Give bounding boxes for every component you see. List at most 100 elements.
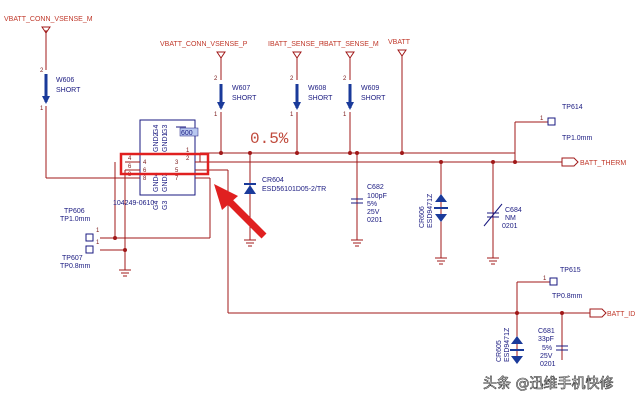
svg-text:2: 2 bbox=[40, 68, 44, 74]
svg-text:ESD9471Z: ESD9471Z bbox=[504, 327, 511, 362]
svg-text:TP607: TP607 bbox=[62, 255, 83, 262]
cr604-value: ESD56101D05-2/TR bbox=[262, 186, 326, 193]
svg-text:C684: C684 bbox=[505, 207, 522, 214]
svg-text:CR605: CR605 bbox=[496, 340, 503, 362]
svg-text:C681: C681 bbox=[538, 328, 555, 335]
svg-text:ESD9471Z: ESD9471Z bbox=[427, 193, 434, 228]
watermark-text: 头条 @迅维手机快修 bbox=[483, 375, 613, 392]
cr604-ref: CR604 bbox=[262, 177, 284, 184]
svg-text:GND2: GND2 bbox=[153, 132, 160, 152]
net-label-vbatt-conn-vsense-p: VBATT_CONN_VSENSE_P bbox=[160, 41, 248, 48]
svg-text:G4: G4 bbox=[153, 201, 160, 210]
net-label-vbatt: VBATT bbox=[388, 39, 411, 46]
svg-text:1: 1 bbox=[96, 228, 100, 234]
capacitor-c684: C684 NM 0201 bbox=[483, 203, 522, 265]
svg-text:TP0.8mm: TP0.8mm bbox=[60, 263, 91, 270]
net-label-vbatt-conn-vsense-m: VBATT_CONN_VSENSE_M bbox=[4, 16, 93, 23]
svg-text:0201: 0201 bbox=[502, 223, 518, 230]
svg-text:3: 3 bbox=[175, 160, 179, 166]
svg-text:25V: 25V bbox=[367, 209, 380, 216]
net-batt-therm: BATT_THERM bbox=[561, 157, 626, 167]
capacitor-c682: C682 100pF 5% 25V 0201 bbox=[351, 184, 387, 247]
svg-text:1: 1 bbox=[543, 276, 547, 282]
svg-text:BATT_ID: BATT_ID bbox=[607, 311, 635, 318]
tolerance-annotation: 0.5% bbox=[250, 130, 289, 148]
svg-text:TP0.8mm: TP0.8mm bbox=[552, 293, 583, 300]
svg-text:2: 2 bbox=[290, 76, 294, 82]
w609-ref: W609 bbox=[361, 85, 379, 92]
callout-arrow-icon bbox=[214, 184, 267, 239]
svg-text:1: 1 bbox=[186, 148, 190, 154]
svg-text:33pF: 33pF bbox=[538, 336, 554, 343]
svg-text:25V: 25V bbox=[540, 353, 553, 360]
svg-text:1: 1 bbox=[540, 116, 544, 122]
svg-text:0201: 0201 bbox=[540, 361, 556, 368]
svg-text:2: 2 bbox=[343, 76, 347, 82]
svg-text:7: 7 bbox=[175, 176, 179, 182]
svg-text:4: 4 bbox=[143, 160, 147, 166]
svg-text:2: 2 bbox=[214, 76, 218, 82]
svg-text:C682: C682 bbox=[367, 184, 384, 191]
testpoint-tp614: TP614 TP1.0mm 1 bbox=[540, 104, 593, 142]
svg-text:1: 1 bbox=[290, 112, 294, 118]
svg-text:5: 5 bbox=[175, 168, 179, 174]
svg-text:TP606: TP606 bbox=[64, 208, 85, 215]
w608-value: SHORT bbox=[308, 95, 333, 102]
w606-value: SHORT bbox=[56, 87, 81, 94]
svg-text:100pF: 100pF bbox=[367, 193, 387, 200]
testpoint-tp607: TP607 TP0.8mm 1 bbox=[60, 240, 100, 270]
diode-cr605: CR605 ESD9471Z bbox=[496, 327, 524, 364]
testpoint-tp615: TP615 TP0.8mm 1 bbox=[543, 267, 583, 300]
svg-text:GND1: GND1 bbox=[162, 132, 169, 152]
diode-cr606: CR606 ESD9471Z bbox=[419, 193, 448, 265]
junction-dots bbox=[113, 151, 564, 315]
svg-text:GND3: GND3 bbox=[162, 172, 169, 192]
svg-text:GND4: GND4 bbox=[153, 172, 160, 192]
net-batt-id: BATT_ID bbox=[589, 308, 635, 318]
svg-text:CR606: CR606 bbox=[419, 206, 426, 228]
net-arrow-icons bbox=[41, 26, 407, 59]
net-label-ibatt-sense-p: IBATT_SENSE_P bbox=[268, 41, 324, 48]
testpoint-tp606: TP606 TP1.0mm 1 bbox=[60, 208, 100, 242]
connector-ref-fragment: 600 bbox=[181, 130, 193, 137]
jumper-w608: 2 1 W608 SHORT bbox=[290, 76, 333, 118]
svg-text:TP1.0mm: TP1.0mm bbox=[562, 135, 593, 142]
svg-text:TP1.0mm: TP1.0mm bbox=[60, 216, 91, 223]
svg-text:0201: 0201 bbox=[367, 217, 383, 224]
svg-text:5%: 5% bbox=[542, 345, 552, 352]
connector-part-number: 104249-0610 bbox=[113, 200, 154, 207]
w609-value: SHORT bbox=[361, 95, 386, 102]
svg-text:1: 1 bbox=[214, 112, 218, 118]
battery-connector: 600 G4 G3 GND2 GND1 GND4 GND3 G4 G3 4 6 … bbox=[113, 119, 210, 210]
svg-text:2: 2 bbox=[186, 156, 190, 162]
w607-value: SHORT bbox=[232, 95, 257, 102]
wires bbox=[45, 30, 590, 360]
svg-text:1: 1 bbox=[96, 240, 100, 246]
svg-text:G4: G4 bbox=[153, 125, 160, 134]
svg-text:4: 4 bbox=[128, 156, 132, 162]
svg-text:G3: G3 bbox=[162, 125, 169, 134]
ground-connector bbox=[119, 269, 131, 277]
svg-text:BATT_THERM: BATT_THERM bbox=[580, 160, 626, 167]
svg-text:TP615: TP615 bbox=[560, 267, 581, 274]
net-label-ibatt-sense-m: IBATT_SENSE_M bbox=[322, 41, 379, 48]
svg-text:6: 6 bbox=[143, 168, 147, 174]
w608-ref: W608 bbox=[308, 85, 326, 92]
w606-ref: W606 bbox=[56, 77, 74, 84]
svg-text:TP614: TP614 bbox=[562, 104, 583, 111]
diode-cr604: CR604 ESD56101D05-2/TR bbox=[244, 177, 326, 247]
svg-text:5%: 5% bbox=[367, 201, 377, 208]
jumper-w607: 2 1 W607 SHORT bbox=[214, 76, 257, 118]
capacitor-c681: C681 33pF 5% 25V 0201 bbox=[538, 328, 568, 368]
svg-text:8: 8 bbox=[143, 176, 147, 182]
svg-text:1: 1 bbox=[40, 106, 44, 112]
svg-text:6: 6 bbox=[128, 164, 132, 170]
highlight-box bbox=[119, 152, 210, 176]
svg-text:G3: G3 bbox=[162, 201, 169, 210]
svg-text:NM: NM bbox=[505, 215, 516, 222]
svg-text:1: 1 bbox=[343, 112, 347, 118]
w607-ref: W607 bbox=[232, 85, 250, 92]
jumper-w606: 2 1 W606 SHORT bbox=[40, 68, 81, 112]
jumper-w609: 2 1 W609 SHORT bbox=[343, 76, 386, 118]
